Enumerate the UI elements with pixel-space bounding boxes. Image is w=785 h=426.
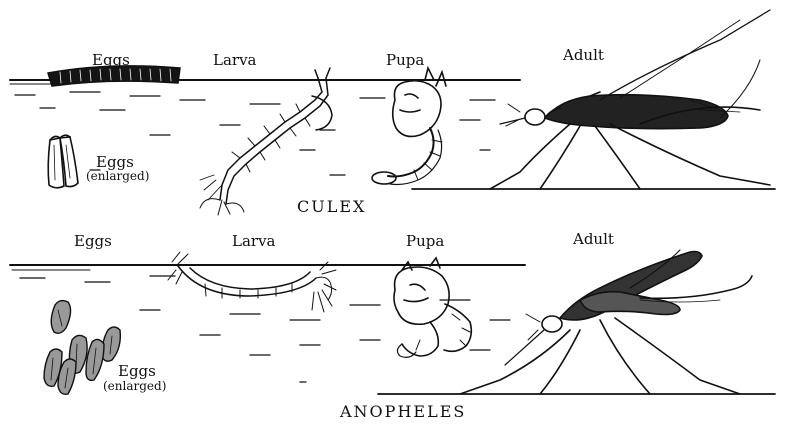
anopheles-larva-drawing <box>168 252 336 312</box>
anopheles-adult-drawing <box>378 250 775 394</box>
anopheles-larva-label: Larva <box>232 234 276 249</box>
culex-larva-label: Larva <box>213 53 257 68</box>
anopheles-water-surface <box>10 265 525 270</box>
culex-title: CULEX <box>297 199 366 215</box>
culex-pupa-label: Pupa <box>386 53 424 68</box>
anopheles-eggs-enlarged-label: Eggs <box>118 364 156 379</box>
anopheles-pupa-drawing <box>394 258 471 357</box>
culex-larva-drawing <box>200 68 332 215</box>
culex-adult-label: Adult <box>563 48 604 63</box>
culex-pupa-drawing <box>372 68 446 185</box>
anopheles-eggs-label: Eggs <box>74 234 112 249</box>
anopheles-title: ANOPHELES <box>340 404 466 420</box>
culex-adult-drawing <box>412 10 775 189</box>
culex-eggs-enlarged-drawing <box>48 135 78 188</box>
anopheles-enlarged-note: (enlarged) <box>103 380 166 392</box>
culex-eggs-label: Eggs <box>92 53 130 68</box>
culex-eggs-enlarged-label: Eggs <box>96 155 134 170</box>
culex-enlarged-note: (enlarged) <box>86 170 149 182</box>
anopheles-pupa-label: Pupa <box>406 234 444 249</box>
anopheles-adult-label: Adult <box>573 232 614 247</box>
